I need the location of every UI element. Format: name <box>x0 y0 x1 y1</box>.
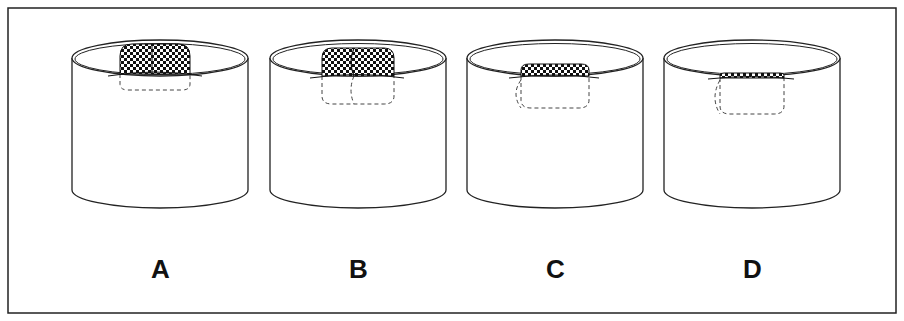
panel-letter: D <box>743 256 762 282</box>
dish-b <box>270 40 446 208</box>
panel-letter: C <box>546 256 565 282</box>
frame <box>8 8 896 313</box>
dish-c <box>467 40 643 208</box>
panel-letter: B <box>349 256 368 282</box>
dish-a <box>72 40 248 208</box>
dish-d <box>664 40 840 208</box>
panel-letter: A <box>151 256 170 282</box>
